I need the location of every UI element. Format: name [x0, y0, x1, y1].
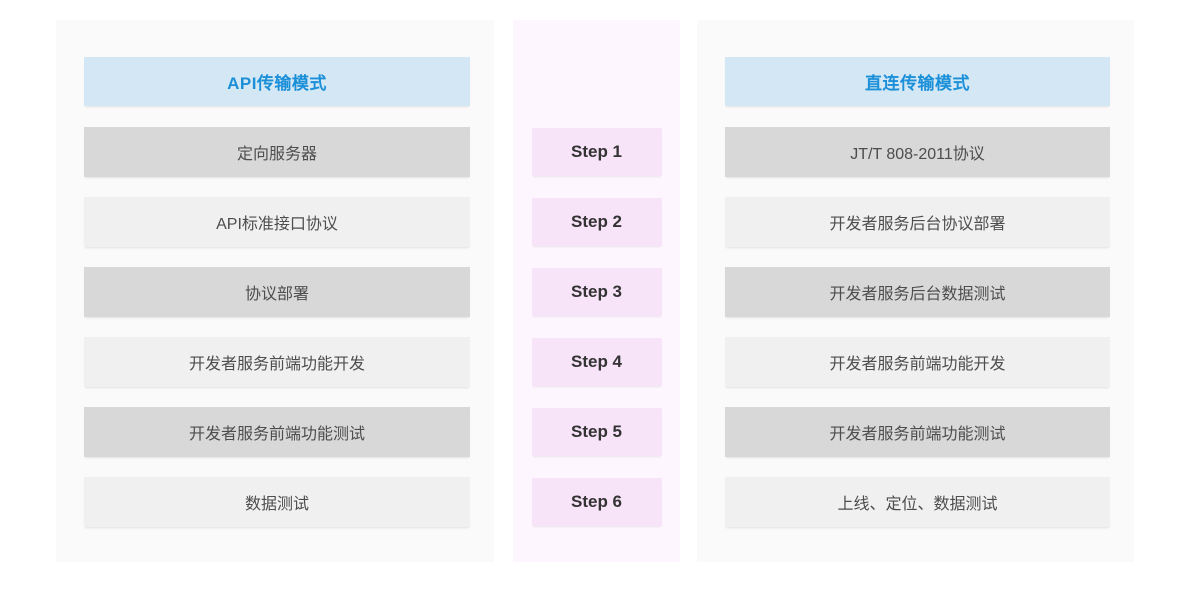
direct-mode-row-3: 开发者服务后台数据测试 [725, 267, 1110, 317]
api-mode-row-6: 数据测试 [84, 477, 470, 527]
direct-mode-row-5: 开发者服务前端功能测试 [725, 407, 1110, 457]
api-mode-row-1: 定向服务器 [84, 127, 470, 177]
api-mode-row-2: API标准接口协议 [84, 197, 470, 247]
step-5-label: Step 5 [531, 408, 662, 456]
api-mode-header: API传输模式 [84, 57, 470, 106]
step-1-label: Step 1 [531, 128, 662, 176]
step-3-label: Step 3 [531, 268, 662, 316]
step-4-label: Step 4 [531, 338, 662, 386]
api-mode-panel: API传输模式 定向服务器 API标准接口协议 协议部署 开发者服务前端功能开发… [56, 20, 494, 562]
api-mode-row-4: 开发者服务前端功能开发 [84, 337, 470, 387]
step-2-label: Step 2 [531, 198, 662, 246]
steps-panel: Step 1 Step 2 Step 3 Step 4 Step 5 Step … [513, 20, 680, 562]
direct-mode-panel: 直连传输模式 JT/T 808-2011协议 开发者服务后台协议部署 开发者服务… [697, 20, 1134, 562]
api-mode-row-3: 协议部署 [84, 267, 470, 317]
api-mode-row-5: 开发者服务前端功能测试 [84, 407, 470, 457]
direct-mode-row-1: JT/T 808-2011协议 [725, 127, 1110, 177]
direct-mode-row-2: 开发者服务后台协议部署 [725, 197, 1110, 247]
direct-mode-row-6: 上线、定位、数据测试 [725, 477, 1110, 527]
step-6-label: Step 6 [531, 478, 662, 526]
direct-mode-row-4: 开发者服务前端功能开发 [725, 337, 1110, 387]
direct-mode-header: 直连传输模式 [725, 57, 1110, 106]
